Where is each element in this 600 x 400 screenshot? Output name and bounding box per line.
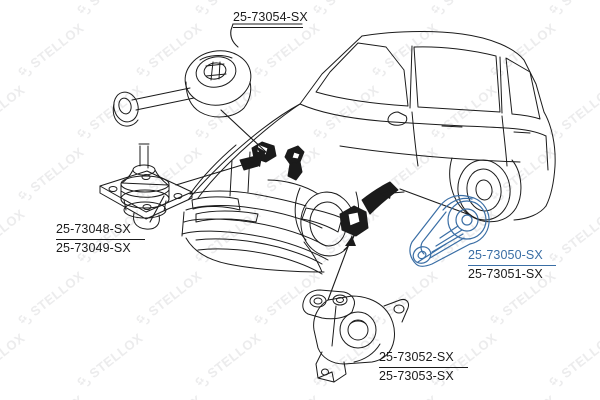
watermark-stellox: STELLOX (309, 82, 382, 144)
watermark-stellox: STELLOX (132, 20, 205, 82)
part-transmission-mount (302, 289, 409, 383)
watermark-stellox: STELLOX (14, 144, 87, 206)
watermark-stellox: STELLOX (250, 20, 323, 82)
car-body-outline (187, 31, 556, 221)
watermark-stellox: STELLOX (545, 330, 600, 392)
part-number-25-73048[interactable]: 25-73048-SX (56, 222, 131, 236)
part-number-25-73053[interactable]: 25-73053-SX (379, 369, 454, 383)
watermark-stellox: STELLOX (132, 268, 205, 330)
watermark-stellox: STELLOX (427, 206, 500, 268)
label-rule-25-73052-53 (379, 367, 468, 368)
watermark-stellox: STELLOX (191, 206, 264, 268)
watermark-stellox: STELLOX (73, 330, 146, 392)
watermark-stellox: STELLOX (368, 268, 441, 330)
watermark-stellox: STELLOX (427, 330, 500, 392)
watermark-stellox: STELLOX (427, 0, 500, 20)
watermark-stellox: STELLOX (73, 82, 146, 144)
car-door-lines (339, 45, 531, 167)
part-engine-mount-left (99, 143, 193, 230)
car-windows (315, 42, 541, 120)
label-rule-25-73050-51 (468, 265, 556, 266)
leader-arrowheads (252, 146, 392, 246)
watermark-stellox: STELLOX (486, 268, 559, 330)
label-rule-25-73048-49 (56, 239, 145, 240)
car-front-end (181, 190, 343, 275)
watermark-stellox: STELLOX (545, 0, 600, 20)
part-number-25-73051[interactable]: 25-73051-SX (468, 267, 543, 281)
watermark-stellox: STELLOX (545, 206, 600, 268)
watermark-stellox: STELLOX (427, 82, 500, 144)
watermark-stellox: STELLOX (309, 0, 382, 20)
watermark-stellox: STELLOX (191, 0, 264, 20)
part-number-25-73049[interactable]: 25-73049-SX (56, 241, 131, 255)
watermark-stellox: STELLOX (14, 20, 87, 82)
watermark-stellox: STELLOX (73, 0, 146, 20)
watermark-stellox: STELLOX (191, 82, 264, 144)
label-rule-25-73054 (233, 27, 303, 28)
watermark-stellox: STELLOX (14, 268, 87, 330)
part-number-25-73054[interactable]: 25-73054-SX (233, 10, 308, 24)
watermark-stellox: STELLOX (73, 206, 146, 268)
watermark-stellox: STELLOX (309, 330, 382, 392)
part-torque-rod-upper (112, 50, 252, 127)
watermark-stellox: STELLOX (368, 20, 441, 82)
part-torque-rod-lower-highlighted (409, 194, 490, 267)
watermark-stellox: STELLOX (191, 330, 264, 392)
part-number-25-73052[interactable]: 25-73052-SX (379, 350, 454, 364)
part-number-25-73050[interactable]: 25-73050-SX (468, 248, 543, 262)
watermark-stellox: STELLOX (250, 268, 323, 330)
